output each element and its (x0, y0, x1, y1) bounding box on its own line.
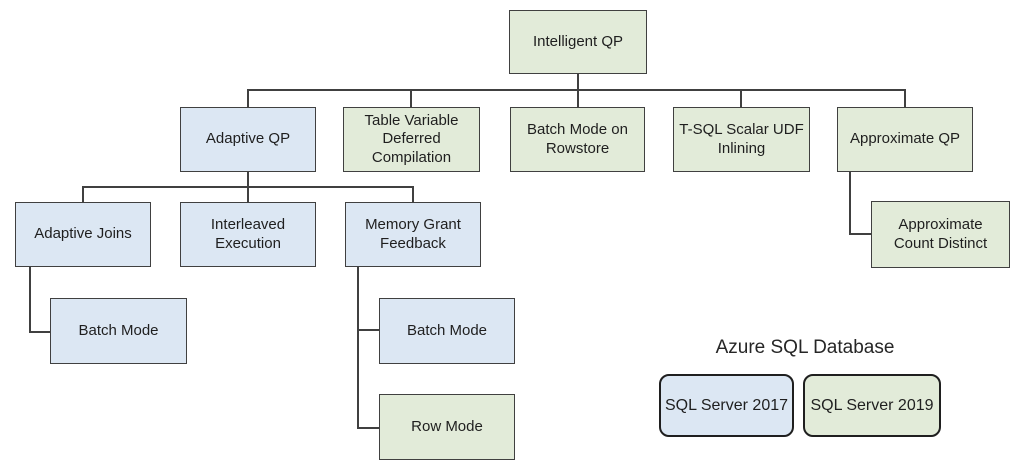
legend-item-label: SQL Server 2019 (810, 396, 934, 414)
node-label: Interleaved Execution (210, 216, 286, 252)
legend-item-label: SQL Server 2017 (664, 396, 789, 414)
node-label: Row Mode (411, 417, 483, 435)
node-row-mode: Row Mode (379, 394, 515, 460)
connector-approximate-qp-elbow-h (849, 233, 871, 235)
node-label: Batch Mode on Rowstore (527, 121, 628, 157)
node-adaptive-joins: Adaptive Joins (15, 202, 151, 267)
connector-adaptive-qp-down (247, 172, 249, 188)
connector-level2-horizontal (247, 89, 906, 91)
node-label: Adaptive Joins (34, 225, 132, 243)
node-table-variable-deferred-compilation: Table Variable Deferred Compilation (343, 107, 480, 172)
connector-memory-grant-elbow-h-row (357, 427, 379, 429)
node-approximate-qp: Approximate QP (837, 107, 973, 172)
node-label: Intelligent QP (532, 32, 624, 50)
node-batch-mode-on-rowstore: Batch Mode on Rowstore (510, 107, 645, 172)
node-label: Approximate Count Distinct (893, 216, 988, 252)
legend-title: Azure SQL Database (715, 337, 895, 358)
node-approximate-count-distinct: Approximate Count Distinct (871, 201, 1010, 268)
connector-memory-grant-elbow-h-batch (357, 329, 379, 331)
connector-stub-udf-inlining (740, 89, 742, 107)
node-label: Adaptive QP (205, 130, 291, 148)
connector-approximate-qp-elbow-v (849, 172, 851, 235)
node-label: Table Variable Deferred Compilation (364, 112, 459, 166)
node-label: T-SQL Scalar UDF Inlining (679, 121, 804, 157)
node-label: Batch Mode (406, 321, 488, 339)
connector-stub-table-variable (410, 89, 412, 107)
connector-adaptive-joins-elbow-h (29, 331, 50, 333)
node-tsql-scalar-udf-inlining: T-SQL Scalar UDF Inlining (673, 107, 810, 172)
node-memory-grant-feedback: Memory Grant Feedback (345, 202, 481, 267)
connector-adaptive-joins-elbow-v (29, 267, 31, 333)
connector-stub-interleaved (247, 186, 249, 202)
node-adaptive-qp: Adaptive QP (180, 107, 316, 172)
connector-stub-memory-grant (412, 186, 414, 202)
node-label: Memory Grant Feedback (365, 216, 461, 252)
legend-item-sql-server-2017: SQL Server 2017 (659, 374, 794, 437)
legend-item-sql-server-2019: SQL Server 2019 (803, 374, 941, 437)
node-batch-mode-under-memory-grant: Batch Mode (379, 298, 515, 364)
connector-memory-grant-elbow-v (357, 267, 359, 429)
connector-stub-adaptive-qp (247, 89, 249, 107)
node-intelligent-qp: Intelligent QP (509, 10, 647, 74)
connector-stub-adaptive-joins (82, 186, 84, 202)
connector-stub-approximate-qp (904, 89, 906, 107)
node-batch-mode-under-adaptive-joins: Batch Mode (50, 298, 187, 364)
node-interleaved-execution: Interleaved Execution (180, 202, 316, 267)
node-label: Approximate QP (849, 130, 961, 148)
node-label: Batch Mode (78, 321, 159, 339)
